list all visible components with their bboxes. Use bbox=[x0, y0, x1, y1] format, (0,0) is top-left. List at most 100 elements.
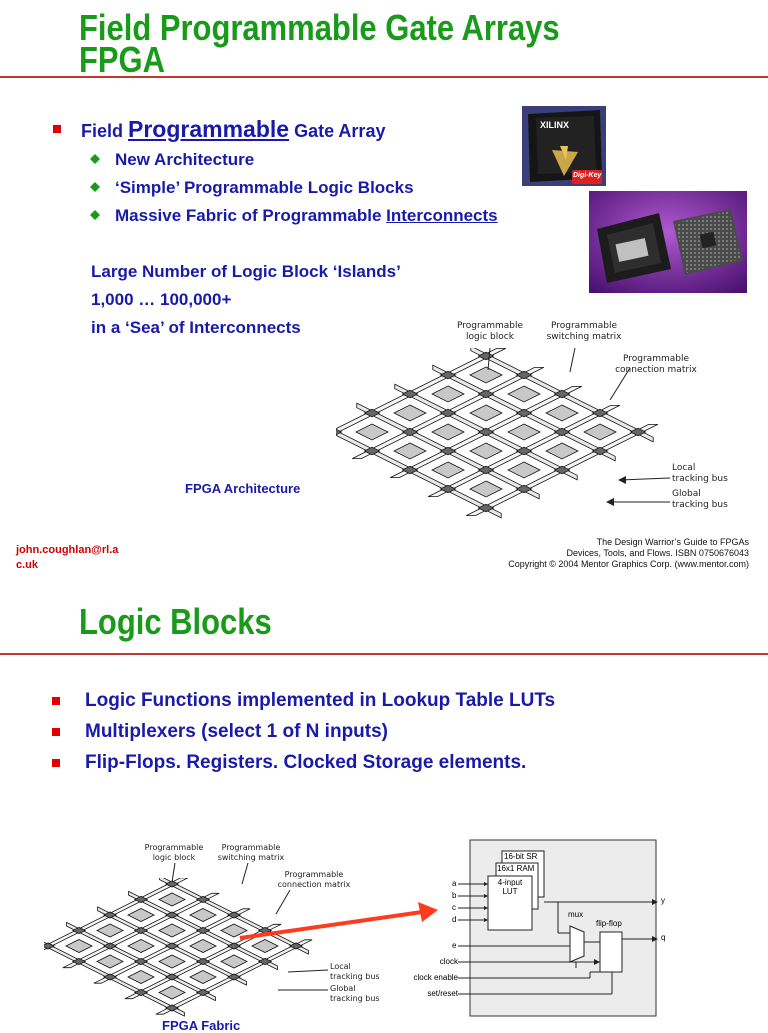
sub-bullet-3-text: Massive Fabric of Programmable bbox=[115, 206, 387, 225]
slide1-title-line2: FPGA bbox=[79, 39, 166, 80]
book-credit-line2: Devices, Tools, and Flows. ISBN 07506760… bbox=[566, 548, 749, 558]
slide2-title: Logic Blocks bbox=[79, 601, 272, 642]
interconnects-link[interactable]: Interconnects bbox=[386, 206, 498, 225]
fpga-architecture-caption: FPGA Architecture bbox=[185, 481, 301, 496]
logic-block bbox=[507, 385, 541, 403]
circuit-graphic bbox=[458, 839, 658, 1017]
switch-matrix bbox=[363, 408, 381, 418]
xilinx-logo: XILINX bbox=[540, 120, 570, 130]
switch-matrix bbox=[401, 427, 419, 437]
switch-matrix bbox=[553, 389, 571, 399]
logic-block bbox=[469, 404, 503, 422]
switch-matrix bbox=[439, 408, 457, 418]
xilinx-chip-photo: XILINX Digi-Key bbox=[522, 106, 606, 186]
logic-block bbox=[220, 923, 248, 938]
slide1-main-bullet-icon bbox=[53, 125, 61, 133]
diagram1-label-pcm: Programmable connection matrix bbox=[615, 354, 697, 375]
switch-matrix bbox=[515, 408, 533, 418]
switch-matrix bbox=[164, 880, 180, 888]
switch-matrix bbox=[71, 957, 87, 966]
slide1-main-bullet: Field Programmable Gate Array bbox=[81, 116, 385, 143]
switch-matrix bbox=[439, 370, 457, 380]
diagram1-label-local: Local tracking bus bbox=[672, 463, 728, 484]
circuit-clock: clock bbox=[439, 957, 458, 966]
author-email[interactable]: john.coughlan@rl.a c.uk bbox=[16, 543, 118, 573]
switch-matrix bbox=[553, 465, 571, 475]
diagram2-label-global: Global tracking bus bbox=[330, 984, 380, 1003]
slide2-bullet-1: Logic Functions implemented in Lookup Ta… bbox=[85, 690, 556, 711]
fpga-fabric-caption: FPGA Fabric bbox=[162, 1018, 241, 1033]
logic-block bbox=[96, 923, 124, 938]
xilinx-chip-graphic bbox=[522, 106, 606, 186]
logic-block bbox=[469, 480, 503, 498]
circuit-input-a: a bbox=[452, 879, 457, 888]
logic-block bbox=[545, 404, 579, 422]
logic-block bbox=[251, 939, 279, 953]
circuit-lut-label: 4-input LUT bbox=[497, 878, 523, 896]
logic-block bbox=[127, 939, 155, 953]
zoom-arrow bbox=[239, 902, 438, 940]
slide2-title-rule bbox=[0, 653, 768, 655]
logic-block bbox=[431, 423, 465, 441]
logic-block bbox=[96, 954, 124, 969]
switch-matrix bbox=[401, 465, 419, 475]
switch-matrix bbox=[133, 988, 149, 997]
switch-matrix bbox=[591, 408, 609, 418]
circuit-input-d: d bbox=[452, 915, 457, 924]
switch-matrix bbox=[515, 446, 533, 456]
circuit-sr-label: 16-bit SR bbox=[504, 852, 538, 861]
switch-matrix bbox=[226, 911, 242, 919]
switch-matrix bbox=[44, 942, 56, 950]
switch-matrix bbox=[195, 895, 211, 904]
circuit-clock-enable: clock enable bbox=[413, 973, 458, 982]
slide2-bullet-icon-1 bbox=[52, 697, 60, 705]
main-bullet-suffix: Gate Array bbox=[289, 121, 386, 141]
slide1-sub-bullet-2: ‘Simple’ Programmable Logic Blocks bbox=[115, 178, 414, 197]
switch-matrix bbox=[164, 973, 180, 981]
book-credit-line3: Copyright © 2004 Mentor Graphics Corp. (… bbox=[508, 559, 749, 569]
switch-matrix bbox=[629, 427, 647, 437]
switch-matrix bbox=[401, 389, 419, 399]
diagram2-label-plb: Programmable logic block bbox=[144, 843, 204, 862]
switch-matrix bbox=[164, 911, 180, 919]
diagram2-leader-lines bbox=[171, 862, 329, 991]
logic-block bbox=[507, 423, 541, 441]
circuit-input-e: e bbox=[452, 941, 457, 950]
diagram1-label-plb: Programmable logic block bbox=[456, 321, 523, 342]
switch-matrix bbox=[195, 988, 211, 997]
slide1-sub-bullet-1: New Architecture bbox=[115, 150, 255, 169]
slide1-sub-bullet-3: Massive Fabric of Programmable Interconn… bbox=[115, 206, 498, 226]
logic-block bbox=[158, 923, 186, 938]
switch-matrix bbox=[336, 428, 343, 436]
slide2-bullet-3: Flip-Flops. Registers. Clocked Storage e… bbox=[85, 752, 527, 773]
diagram2-label-psm: Programmable switching matrix bbox=[217, 843, 285, 862]
fpga-package-graphic bbox=[589, 191, 747, 293]
digikey-badge: Digi-Key bbox=[573, 172, 602, 179]
switch-matrix bbox=[439, 446, 457, 456]
book-credit: The Design Warrior’s Guide to FPGAs Devi… bbox=[508, 537, 749, 570]
logic-block bbox=[158, 954, 186, 969]
logic-block bbox=[431, 461, 465, 479]
circuit-input-c: c bbox=[452, 903, 456, 912]
author-email-line2: c.uk bbox=[16, 559, 39, 571]
main-bullet-emph: Programmable bbox=[128, 116, 290, 142]
switch-matrix bbox=[195, 926, 211, 935]
switch-matrix bbox=[439, 484, 457, 494]
circuit-output-q-label: q bbox=[661, 933, 666, 942]
switch-matrix bbox=[515, 370, 533, 380]
circuit-ff-label: flip-flop bbox=[596, 919, 622, 928]
logic-block bbox=[355, 423, 389, 441]
switch-matrix bbox=[102, 973, 118, 981]
switch-matrix bbox=[226, 973, 242, 981]
switch-matrix bbox=[477, 465, 495, 475]
logic-block bbox=[431, 385, 465, 403]
circuit-mux-label: mux bbox=[568, 910, 584, 919]
fpga-architecture-diagram bbox=[336, 348, 658, 519]
switch-matrix bbox=[477, 427, 495, 437]
islands-line-1: Large Number of Logic Block ‘Islands’ bbox=[91, 262, 401, 281]
circuit-output-y-label: y bbox=[661, 896, 665, 905]
switch-matrix bbox=[71, 926, 87, 935]
switch-matrix bbox=[226, 942, 242, 950]
logic-block bbox=[507, 461, 541, 479]
logic-block bbox=[220, 954, 248, 969]
